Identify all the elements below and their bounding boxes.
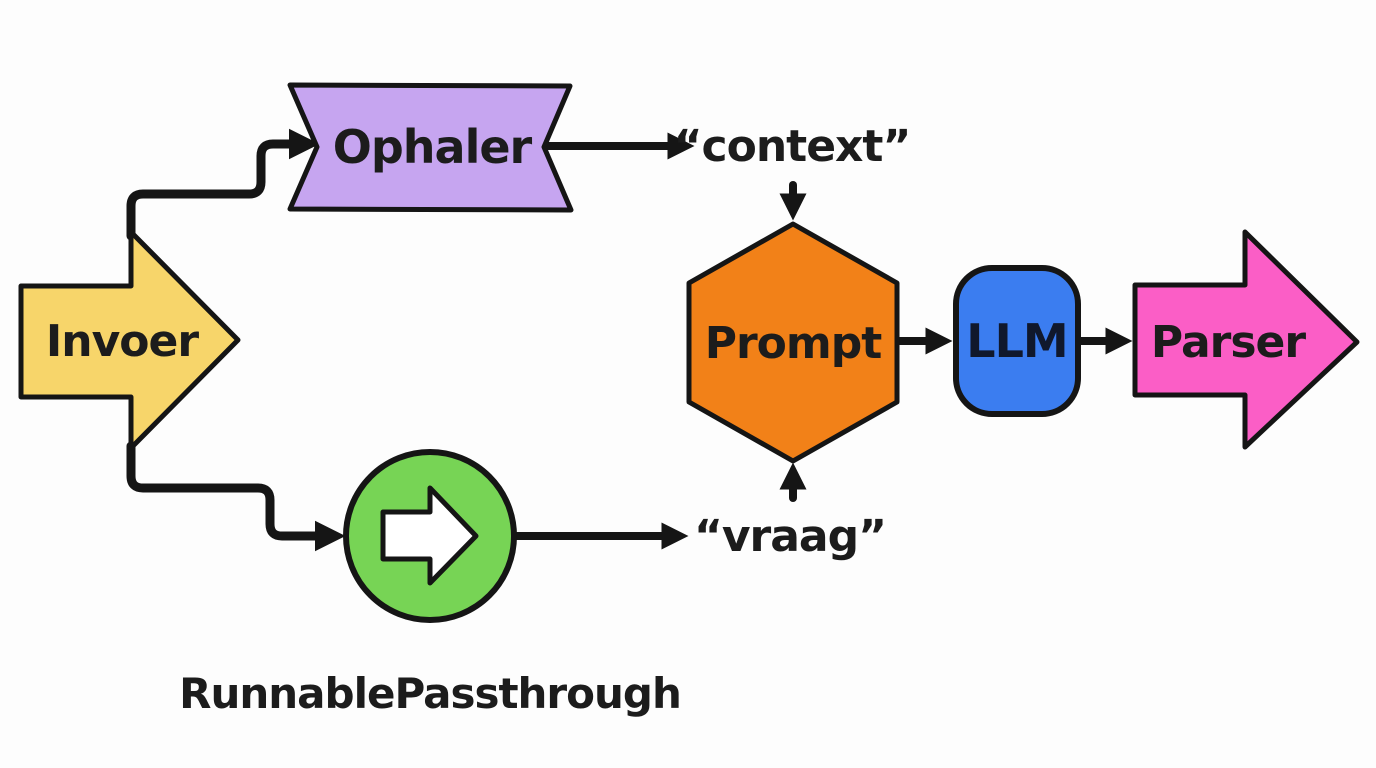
llm-roundedrect-shape — [953, 265, 1081, 417]
node-passthrough: RunnablePassthrough — [179, 449, 682, 718]
llm-label: LLM — [966, 314, 1067, 368]
edge-invoer-to-passthrough — [126, 441, 346, 552]
parser-label: Parser — [1151, 317, 1306, 368]
node-llm: LLM — [953, 265, 1081, 417]
node-invoer: Invoer — [18, 229, 241, 451]
passthrough-caption: RunnablePassthrough — [179, 669, 681, 718]
ophaler-label: Ophaler — [333, 120, 533, 174]
node-prompt: Prompt — [686, 221, 900, 464]
vraag-label: “vraag” — [694, 511, 886, 562]
context-label: “context” — [674, 121, 911, 172]
invoer-label: Invoer — [46, 316, 199, 367]
prompt-label: Prompt — [705, 318, 883, 369]
invoer-arrow-shape — [18, 229, 241, 451]
edge-invoer-to-ophaler — [126, 128, 320, 241]
parser-arrow-shape — [1132, 229, 1360, 450]
node-ophaler: Ophaler — [287, 82, 574, 213]
prompt-hexagon-shape — [686, 221, 900, 464]
node-parser: Parser — [1132, 229, 1360, 450]
passthrough-arrow-icon — [380, 485, 479, 586]
ophaler-banner-shape — [287, 82, 574, 213]
